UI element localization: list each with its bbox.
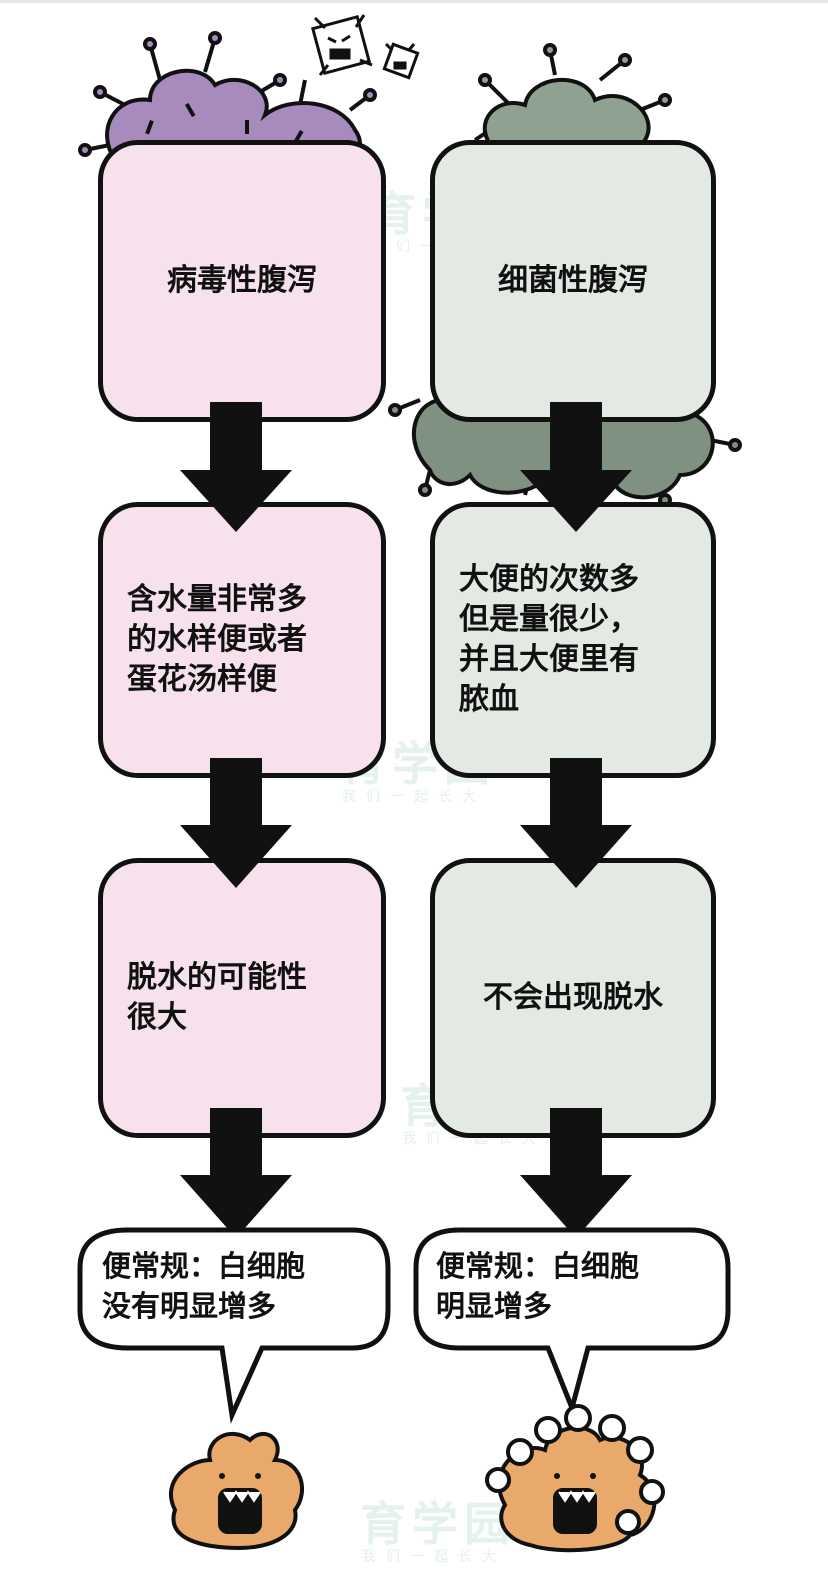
right-bubble-text: 便常规：白细胞 明显增多 xyxy=(436,1249,640,1323)
poop-character-icon xyxy=(485,1404,665,1553)
down-arrow-icon xyxy=(520,1108,632,1238)
bacteria-stool-box: 大便的次数多 但是量很少， 并且大便里有 脓血 xyxy=(430,502,716,778)
left-bubble-text: 便常规：白细胞 没有明显增多 xyxy=(102,1249,306,1323)
bacteria-diarrhea-title: 细菌性腹泻 xyxy=(498,263,648,298)
left-speech-bubble xyxy=(77,1227,391,1424)
watermark-slogan: 我们一起长大 xyxy=(342,789,486,805)
bacteria-stool-text: 大便的次数多 但是量很少， 并且大便里有 脓血 xyxy=(459,562,639,717)
down-arrow-icon xyxy=(520,402,632,532)
watermark-slogan: 我们一起长大 xyxy=(362,1549,506,1565)
virus-stool-box: 含水量非常多 的水样便或者 蛋花汤样便 xyxy=(98,502,386,778)
virus-stool-text: 含水量非常多 的水样便或者 蛋花汤样便 xyxy=(127,582,307,697)
bacteria-diarrhea-box: 细菌性腹泻 xyxy=(430,140,716,422)
virus-dehydration-text: 脱水的可能性 很大 xyxy=(127,960,307,1035)
virus-diarrhea-box: 病毒性腹泻 xyxy=(98,140,386,422)
virus-diarrhea-title: 病毒性腹泻 xyxy=(167,263,317,298)
down-arrow-icon xyxy=(180,1108,292,1238)
down-arrow-icon xyxy=(180,758,292,888)
watermark-name: 育学园 xyxy=(360,1497,516,1551)
bacteria-dehydration-text: 不会出现脱水 xyxy=(483,980,663,1015)
down-arrow-icon xyxy=(180,402,292,532)
poop-character-icon xyxy=(168,1432,305,1551)
down-arrow-icon xyxy=(520,758,632,888)
top-divider xyxy=(0,0,828,3)
right-speech-bubble xyxy=(413,1227,731,1416)
angry-germ-icon xyxy=(310,14,420,80)
